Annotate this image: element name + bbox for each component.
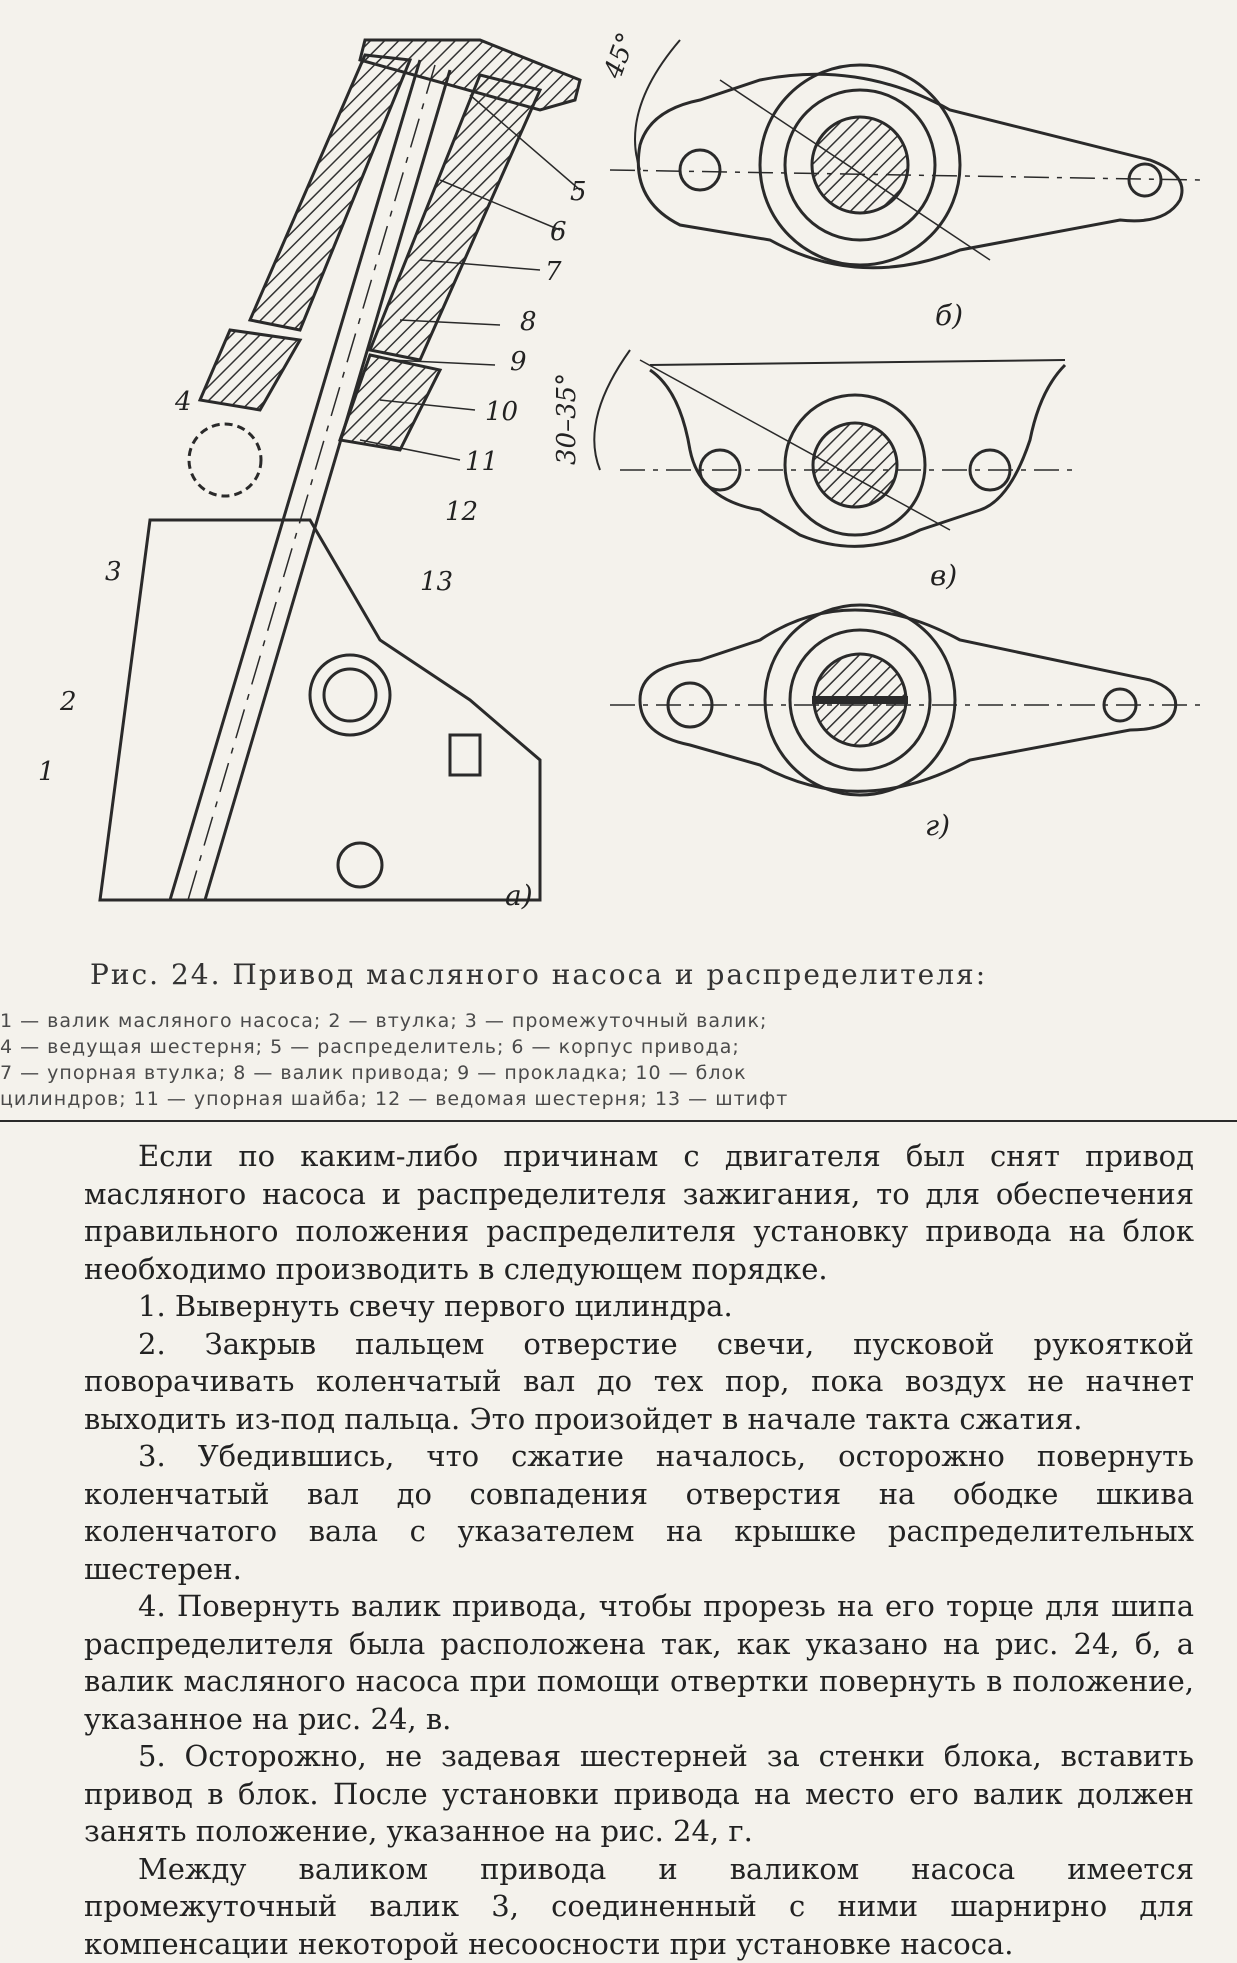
legend-line: 7 — упорная втулка; 8 — валик привода; 9… xyxy=(0,1060,1200,1086)
callout-4: 4 xyxy=(174,387,192,417)
callout-8: 8 xyxy=(520,307,537,337)
view-g-drawing xyxy=(610,605,1200,795)
angle-label-b: 45° xyxy=(598,29,642,84)
callout-10: 10 xyxy=(485,397,518,427)
callout-3: 3 xyxy=(105,557,122,587)
callout-6: 6 xyxy=(550,217,567,247)
paragraph-closing: Между валиком привода и валиком насоса и… xyxy=(84,1851,1194,1963)
callout-11: 11 xyxy=(465,447,498,477)
step-4: 4. Повернуть валик привода, чтобы прорез… xyxy=(84,1588,1194,1738)
step-2: 2. Закрыв пальцем отверстие свечи, пуско… xyxy=(84,1326,1194,1439)
callout-5: 5 xyxy=(570,177,587,207)
legend-line: 1 — валик масляного насоса; 2 — втулка; … xyxy=(0,1008,1200,1034)
callout-9: 9 xyxy=(510,347,527,377)
figure-legend: 1 — валик масляного насоса; 2 — втулка; … xyxy=(0,1008,1200,1112)
subfigure-label-a: а) xyxy=(505,879,533,912)
paragraph-intro: Если по каким-либо причинам с двигателя … xyxy=(84,1138,1194,1288)
drive-section-drawing xyxy=(100,40,580,900)
legend-line: цилиндров; 11 — упорная шайба; 12 — ведо… xyxy=(0,1086,1200,1112)
subfigure-label-g: г) xyxy=(925,809,950,842)
callout-7: 7 xyxy=(545,257,562,287)
divider xyxy=(0,1120,1237,1122)
angle-label-v: 30–35° xyxy=(552,373,582,465)
callout-13: 13 xyxy=(420,567,453,597)
body-text: Если по каким-либо причинам с двигателя … xyxy=(84,1138,1194,1963)
subfigure-label-b: б) xyxy=(935,299,963,332)
step-3: 3. Убедившись, что сжатие началось, осто… xyxy=(84,1438,1194,1588)
figure-caption: Рис. 24. Привод масляного насоса и распр… xyxy=(90,958,1210,991)
callout-1: 1 xyxy=(38,757,55,787)
view-v-drawing xyxy=(594,350,1080,546)
callout-2: 2 xyxy=(59,687,77,717)
view-b-drawing xyxy=(610,40,1200,268)
step-1: 1. Вывернуть свечу первого цилиндра. xyxy=(84,1288,1194,1326)
subfigure-label-v: в) xyxy=(930,559,957,592)
legend-line: 4 — ведущая шестерня; 5 — распределитель… xyxy=(0,1034,1200,1060)
callout-12: 12 xyxy=(445,497,478,527)
step-5: 5. Осторожно, не задевая шестерней за ст… xyxy=(84,1738,1194,1851)
figure-24: 5 6 7 8 9 10 11 12 13 4 3 2 1 а) 45° б) xyxy=(0,0,1237,930)
